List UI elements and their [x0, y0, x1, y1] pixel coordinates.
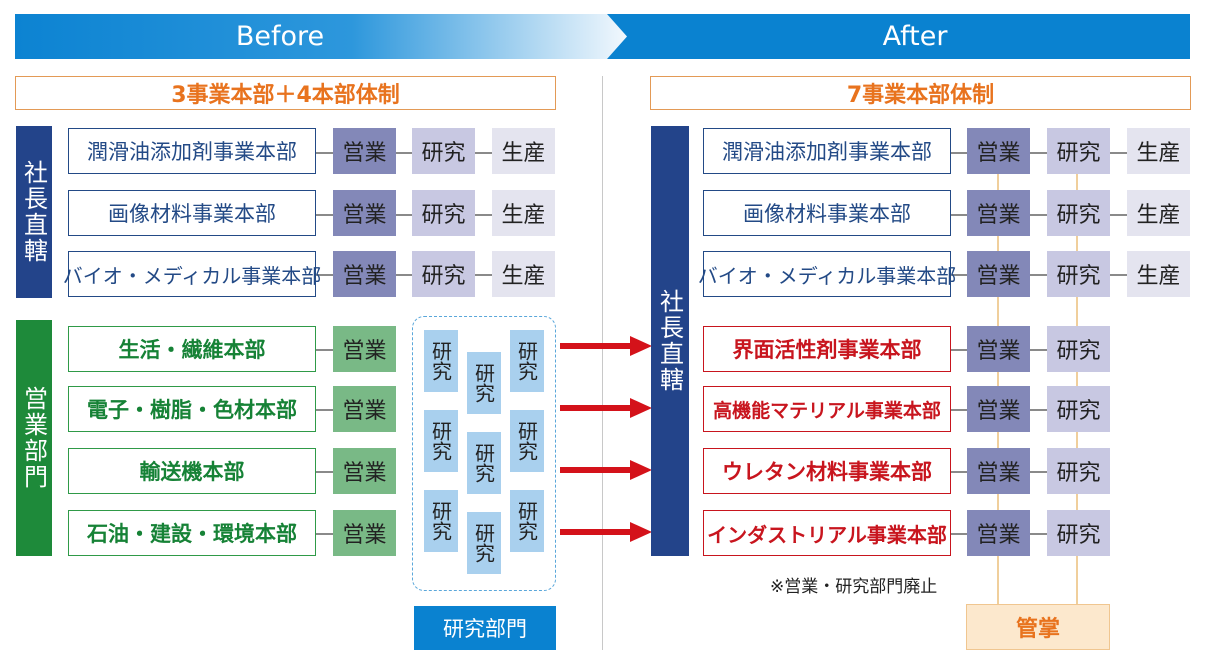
- research-cell: 研究: [1047, 326, 1110, 372]
- unit-electronics-resin: 電子・樹脂・色材本部: [68, 386, 316, 432]
- arrow-right-icon: [560, 522, 652, 542]
- research-block: 研究: [467, 352, 501, 414]
- before-unit-lubricant: 潤滑油添加剤事業本部: [68, 128, 316, 174]
- research-cell: 研究: [412, 190, 475, 236]
- research-cell: 研究: [1047, 386, 1110, 432]
- before-unit-imaging: 画像材料事業本部: [68, 190, 316, 236]
- before-unit-bio: バイオ・メディカル事業本部: [63, 251, 321, 297]
- before-title: 3事業本部＋4本部体制: [15, 76, 556, 110]
- sales-cell: 営業: [967, 386, 1030, 432]
- research-block: 研究: [424, 330, 458, 392]
- arrow-right-icon: [560, 336, 652, 356]
- center-divider: [602, 76, 603, 650]
- connector-line: [950, 214, 1130, 216]
- sales-cell: 営業: [333, 251, 396, 297]
- production-cell: 生産: [1127, 128, 1190, 174]
- research-block: 研究: [510, 490, 544, 552]
- abolition-note: ※営業・研究部門廃止: [770, 576, 938, 597]
- research-block: 研究: [424, 490, 458, 552]
- sales-cell: 営業: [333, 190, 396, 236]
- production-cell: 生産: [492, 251, 555, 297]
- sales-cell: 営業: [967, 510, 1030, 556]
- jurisdiction-box: 管掌: [966, 604, 1110, 650]
- sales-cell: 営業: [967, 190, 1030, 236]
- connector-line: [315, 349, 335, 351]
- sales-cell: 営業: [967, 128, 1030, 174]
- after-unit-surfactant: 界面活性剤事業本部: [703, 326, 951, 372]
- research-block: 研究: [467, 512, 501, 574]
- after-label: After: [882, 21, 948, 52]
- sales-cell: 営業: [333, 326, 396, 372]
- sales-cell: 営業: [333, 386, 396, 432]
- research-cell: 研究: [1047, 190, 1110, 236]
- research-cell: 研究: [1047, 448, 1110, 494]
- research-cell: 研究: [412, 128, 475, 174]
- research-cell: 研究: [412, 251, 475, 297]
- before-label: Before: [235, 21, 325, 52]
- banner-arrow: [15, 14, 1190, 59]
- research-block: 研究: [510, 410, 544, 472]
- after-unit-lubricant: 潤滑油添加剤事業本部: [703, 128, 951, 174]
- research-cell: 研究: [1047, 510, 1110, 556]
- unit-living-fiber: 生活・繊維本部: [68, 326, 316, 372]
- before-president-bar: 社長直轄: [16, 126, 52, 298]
- after-unit-imaging: 画像材料事業本部: [703, 190, 951, 236]
- sales-cell: 営業: [967, 448, 1030, 494]
- sales-division-bar: 営業部門: [16, 320, 52, 556]
- arrow-right-icon: [560, 460, 652, 480]
- research-cluster: [412, 316, 556, 591]
- sales-cell: 営業: [333, 128, 396, 174]
- after-president-bar: 社長直轄: [651, 126, 689, 556]
- after-unit-bio: バイオ・メディカル事業本部: [698, 251, 956, 297]
- research-dept-label: 研究部門: [414, 606, 556, 650]
- production-cell: 生産: [1127, 190, 1190, 236]
- research-block: 研究: [424, 410, 458, 472]
- after-unit-industrial: インダストリアル事業本部: [703, 510, 951, 556]
- connector-line: [315, 409, 335, 411]
- research-cell: 研究: [1047, 128, 1110, 174]
- research-cell: 研究: [1047, 251, 1110, 297]
- sales-cell: 営業: [333, 448, 396, 494]
- production-cell: 生産: [492, 128, 555, 174]
- production-cell: 生産: [492, 190, 555, 236]
- connector-line: [315, 471, 335, 473]
- unit-petroleum-construction: 石油・建設・環境本部: [68, 510, 316, 556]
- after-unit-performance-materials: 高機能マテリアル事業本部: [703, 386, 951, 432]
- unit-transport: 輸送機本部: [68, 448, 316, 494]
- research-block: 研究: [467, 432, 501, 494]
- sales-cell: 営業: [333, 510, 396, 556]
- research-block: 研究: [510, 330, 544, 392]
- connector-line: [315, 533, 335, 535]
- sales-cell: 営業: [967, 251, 1030, 297]
- connector-line: [950, 152, 1130, 154]
- arrow-right-icon: [560, 398, 652, 418]
- production-cell: 生産: [1127, 251, 1190, 297]
- connector-line: [950, 274, 1130, 276]
- after-title: 7事業本部体制: [650, 76, 1191, 110]
- after-unit-urethane: ウレタン材料事業本部: [703, 448, 951, 494]
- sales-cell: 営業: [967, 326, 1030, 372]
